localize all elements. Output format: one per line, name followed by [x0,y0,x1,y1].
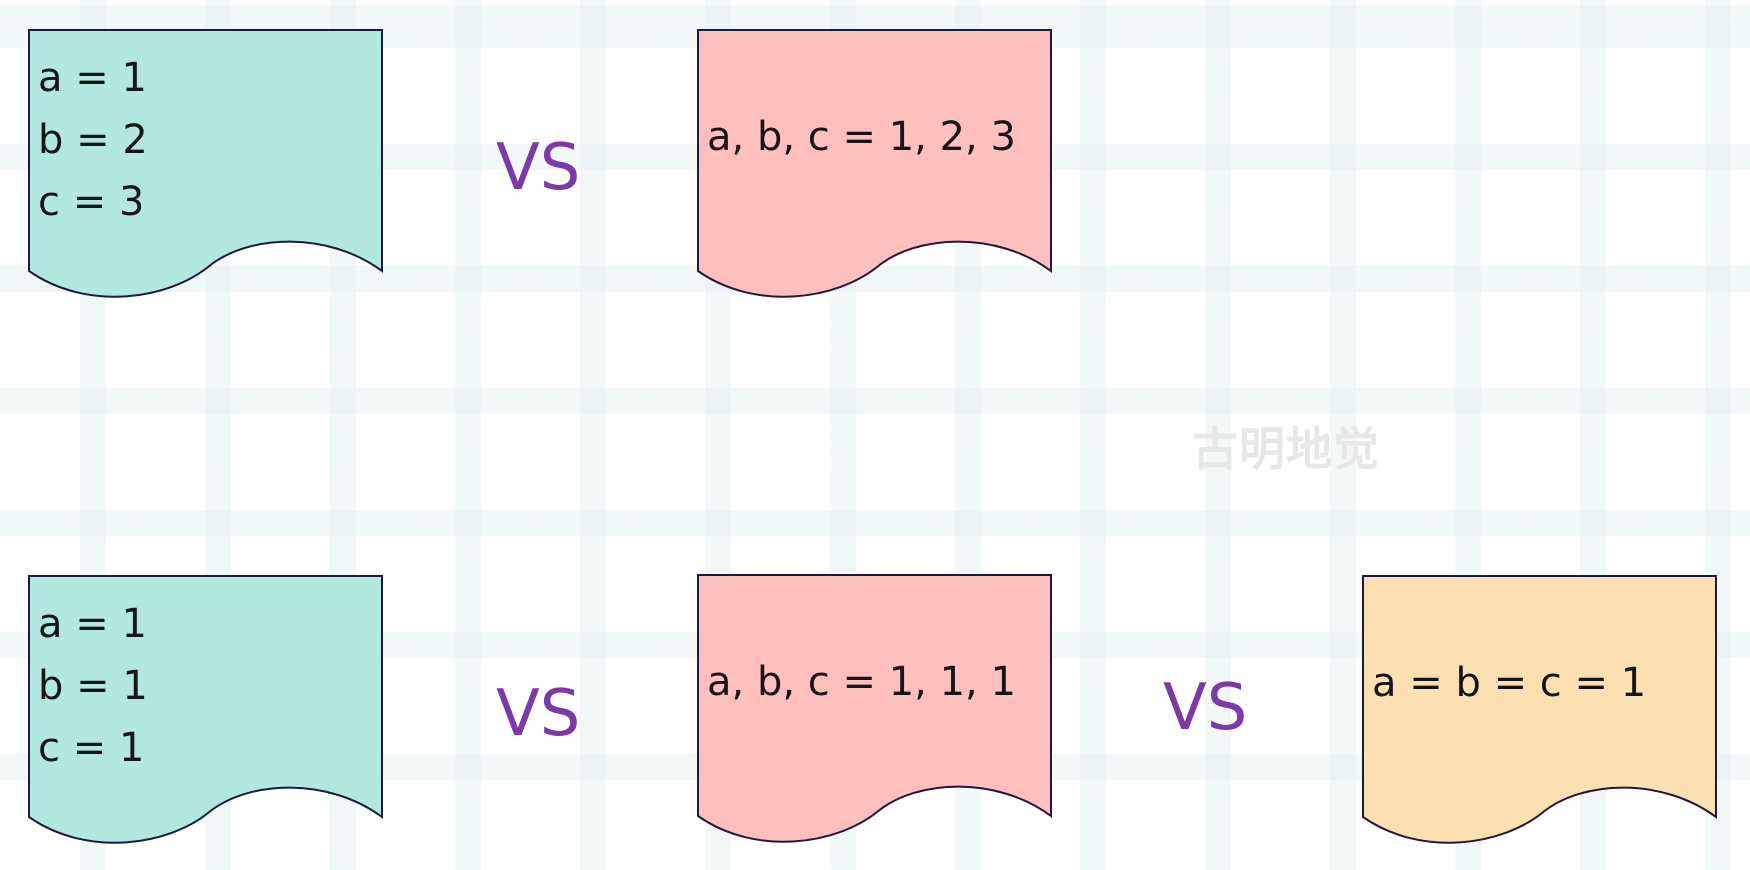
document-shape [697,29,1052,298]
document-shape [1362,575,1717,844]
document-shape [697,574,1052,843]
document-tuple-assign-1: a, b, c = 1, 2, 3 [697,29,1053,305]
code-line: c = 3 [38,179,145,225]
code-line: b = 2 [38,117,148,163]
document-tuple-assign-2: a, b, c = 1, 1, 1 [697,574,1053,850]
document-shape [28,29,383,298]
code-line: a = b = c = 1 [1372,660,1647,706]
document-separate-assign-1: a = 1 b = 2 c = 3 [28,29,384,305]
code-line: a = 1 [38,601,147,647]
document-separate-assign-2: a = 1 b = 1 c = 1 [28,575,384,851]
code-lines: a = 1 b = 1 c = 1 [38,593,148,779]
vs-label: VS [496,131,581,205]
vs-label: VS [496,677,581,751]
code-lines: a = 1 b = 2 c = 3 [38,47,148,233]
document-shape [28,575,383,844]
watermark: 古明地觉 [1192,422,1380,476]
document-chain-assign: a = b = c = 1 [1362,575,1718,851]
code-line: a, b, c = 1, 2, 3 [707,114,1016,160]
code-line: b = 1 [38,663,148,709]
code-line: a = 1 [38,55,147,101]
vs-label: VS [1163,671,1248,745]
code-line: a, b, c = 1, 1, 1 [707,659,1016,705]
code-line: c = 1 [38,725,145,771]
